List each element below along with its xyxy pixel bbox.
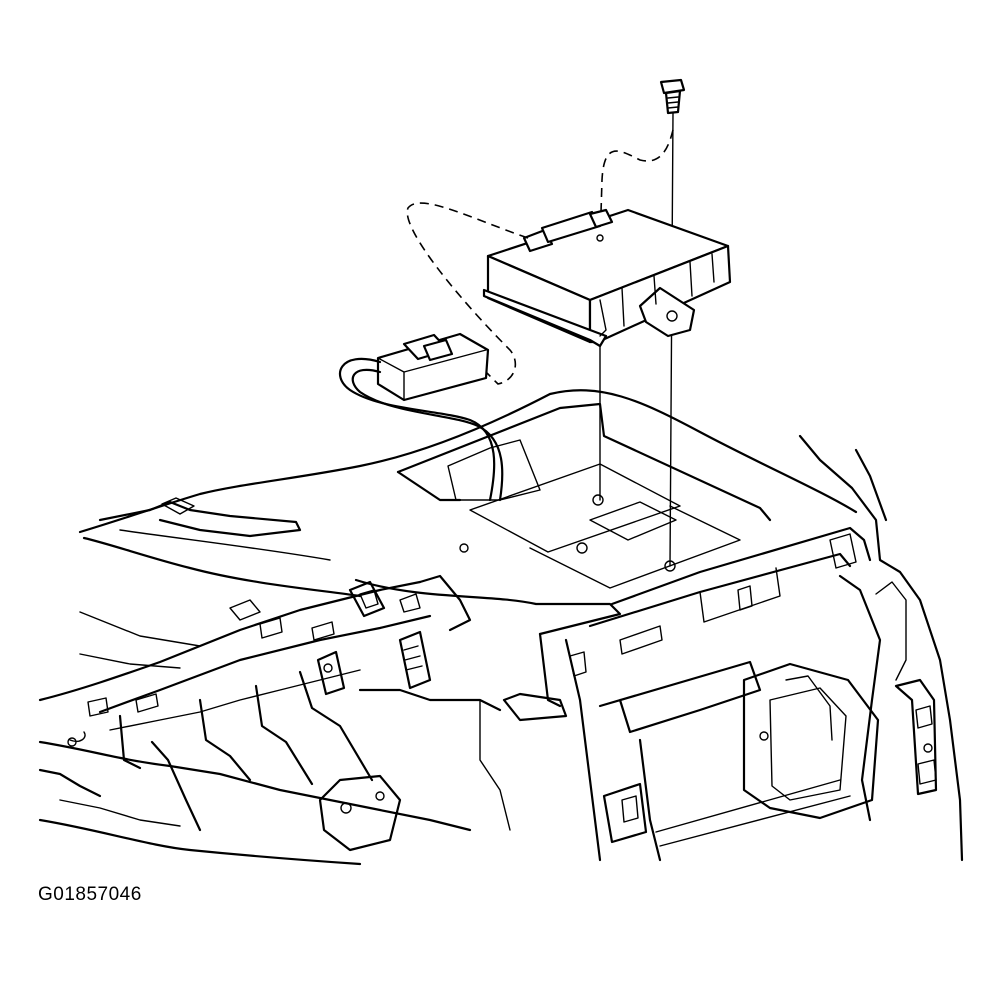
- instrument-panel-carrier-icon: [38, 389, 964, 866]
- wiring-connector-icon: [376, 332, 490, 402]
- figure-id-label: G01857046: [38, 884, 142, 905]
- control-module-icon: [482, 208, 732, 348]
- connector-leader-dashed: [406, 202, 529, 385]
- wire-harness-icon: [339, 357, 504, 502]
- screw-icon: [659, 78, 686, 115]
- screw-axis-line: [669, 112, 674, 567]
- screw-leader-dashed: [599, 129, 674, 246]
